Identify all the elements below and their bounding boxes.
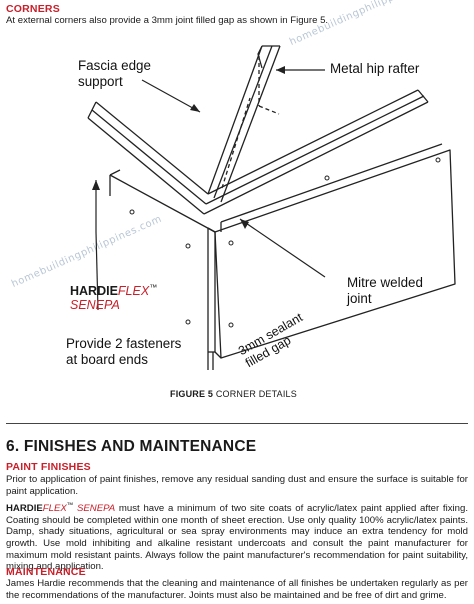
arrowheads xyxy=(92,66,285,229)
callout-fasteners-line1: Provide 2 fasteners xyxy=(66,336,182,351)
section-divider xyxy=(6,423,468,424)
paint-finishes-p2: HARDIEFLEX™ SENEPA must have a minimum o… xyxy=(6,500,468,573)
p2-rest: must have a minimum of two site coats of… xyxy=(6,503,468,573)
metal-hip-rafter xyxy=(207,45,281,203)
maintenance-heading: MAINTENANCE xyxy=(6,566,86,578)
p2-brand-tm: ™ xyxy=(66,502,74,509)
maintenance-p1: James Hardie recommends that the cleanin… xyxy=(6,578,468,601)
paint-finishes-p1: Prior to application of paint finishes, … xyxy=(6,474,468,497)
p2-brand-italic: FLEX xyxy=(42,503,67,515)
callout-fasteners-line2: at board ends xyxy=(66,352,148,367)
callout-metal-hip: Metal hip rafter xyxy=(330,61,420,76)
corners-intro: At external corners also provide a 3mm j… xyxy=(6,15,329,26)
paint-finishes-heading: PAINT FINISHES xyxy=(6,461,91,473)
figure-caption-label: FIGURE 5 xyxy=(170,389,214,399)
corner-detail-figure xyxy=(87,45,456,370)
brand-tm: ™ xyxy=(149,283,158,292)
leader-lines xyxy=(95,69,326,311)
left-fascia-board xyxy=(87,101,209,215)
callout-fascia-line2: support xyxy=(78,74,123,89)
callout-mitre-line2: joint xyxy=(347,291,372,306)
front-cladding-panel xyxy=(109,169,216,352)
brand-label: HARDIEFLEX™ SENEPA xyxy=(70,281,157,312)
gap-ticks xyxy=(207,352,214,370)
callout-fascia-line1: Fascia edge xyxy=(78,58,151,73)
callout-fascia: Fascia edge support xyxy=(78,58,151,90)
figure-caption-text: CORNER DETAILS xyxy=(215,389,297,399)
brand-name: HARDIE xyxy=(70,284,118,299)
hidden-lines xyxy=(258,56,280,115)
p2-brand: HARDIE xyxy=(6,503,43,515)
brand-name-italic: FLEX xyxy=(117,284,150,299)
figure-caption: FIGURE 5 CORNER DETAILS xyxy=(170,389,297,399)
section6-heading: 6. FINISHES AND MAINTENANCE xyxy=(6,438,257,455)
right-fascia-board xyxy=(203,89,429,215)
p2-product: SENEPA xyxy=(77,503,116,515)
callout-mitre: Mitre welded joint xyxy=(347,275,423,307)
fastener-dots xyxy=(129,157,441,328)
callout-fasteners: Provide 2 fasteners at board ends xyxy=(66,336,181,368)
corners-heading: CORNERS xyxy=(6,3,60,15)
side-cladding-panel xyxy=(207,143,456,359)
brand-product: SENEPA xyxy=(70,298,120,313)
callout-mitre-line1: Mitre welded xyxy=(347,275,423,290)
